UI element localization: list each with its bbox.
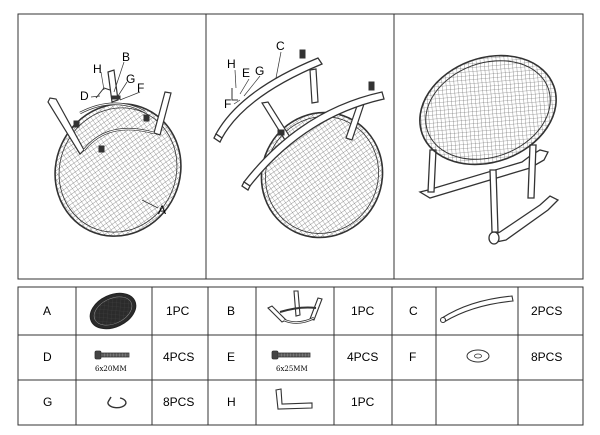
seat-frame-icon bbox=[267, 290, 323, 324]
step1-callout-f: F bbox=[137, 81, 144, 95]
step2-callout-c: C bbox=[276, 39, 285, 53]
step1-seat-frame bbox=[47, 69, 172, 155]
part-letter-g: G bbox=[43, 395, 52, 409]
allen-key-icon bbox=[275, 388, 313, 410]
part-size-e: 6x25MM bbox=[276, 365, 308, 373]
part-letter-c: C bbox=[409, 304, 418, 318]
part-size-d: 6x20MM bbox=[95, 365, 127, 373]
step1-callout-leaders bbox=[90, 61, 159, 209]
part-letter-b: B bbox=[227, 304, 235, 318]
step1-callout-h: H bbox=[93, 62, 102, 76]
part-letter-f: F bbox=[409, 350, 416, 364]
part-letter-e: E bbox=[227, 350, 235, 364]
step1-mesh-seat bbox=[54, 103, 182, 237]
part-letter-d: D bbox=[43, 350, 52, 364]
part-qty-f: 8PCS bbox=[531, 350, 562, 364]
step1-callout-d: D bbox=[80, 89, 89, 103]
step2-callout-e: E bbox=[242, 66, 250, 80]
part-letter-a: A bbox=[43, 304, 51, 318]
step2-callout-g: G bbox=[255, 64, 264, 78]
parts-table-grid bbox=[17, 286, 584, 426]
step2-callout-f: F bbox=[224, 97, 231, 111]
step2-rocker-bottom bbox=[241, 91, 385, 191]
bolt-icon-6x20 bbox=[94, 350, 130, 360]
part-qty-b: 1PC bbox=[351, 304, 375, 318]
part-qty-e: 4PCS bbox=[347, 350, 378, 364]
flat-washer-icon bbox=[466, 349, 490, 363]
step2-callout-leaders bbox=[233, 51, 282, 105]
curved-rocker-leg-icon bbox=[439, 295, 514, 324]
step2-rocker-top bbox=[213, 57, 323, 143]
step3-assembled-chair bbox=[418, 54, 560, 245]
step1-drawing bbox=[47, 61, 182, 237]
step1-callout-b: B bbox=[122, 50, 130, 64]
step1-callout-g: G bbox=[126, 72, 135, 86]
step-panels-frame bbox=[17, 13, 584, 280]
part-letter-h: H bbox=[227, 395, 236, 409]
part-qty-d: 4PCS bbox=[163, 350, 194, 364]
step3-mesh-seat bbox=[419, 54, 557, 166]
spring-washer-icon bbox=[107, 396, 127, 409]
bolt-icon-6x25 bbox=[271, 350, 311, 360]
mesh-seat-icon bbox=[89, 292, 137, 330]
step2-drawing bbox=[213, 49, 385, 239]
part-qty-a: 1PC bbox=[166, 304, 190, 318]
part-qty-c: 2PCS bbox=[531, 304, 562, 318]
step1-callout-a: A bbox=[158, 203, 166, 217]
step2-callout-h: H bbox=[227, 57, 236, 71]
part-qty-g: 8PCS bbox=[163, 395, 194, 409]
part-qty-h: 1PC bbox=[351, 395, 375, 409]
